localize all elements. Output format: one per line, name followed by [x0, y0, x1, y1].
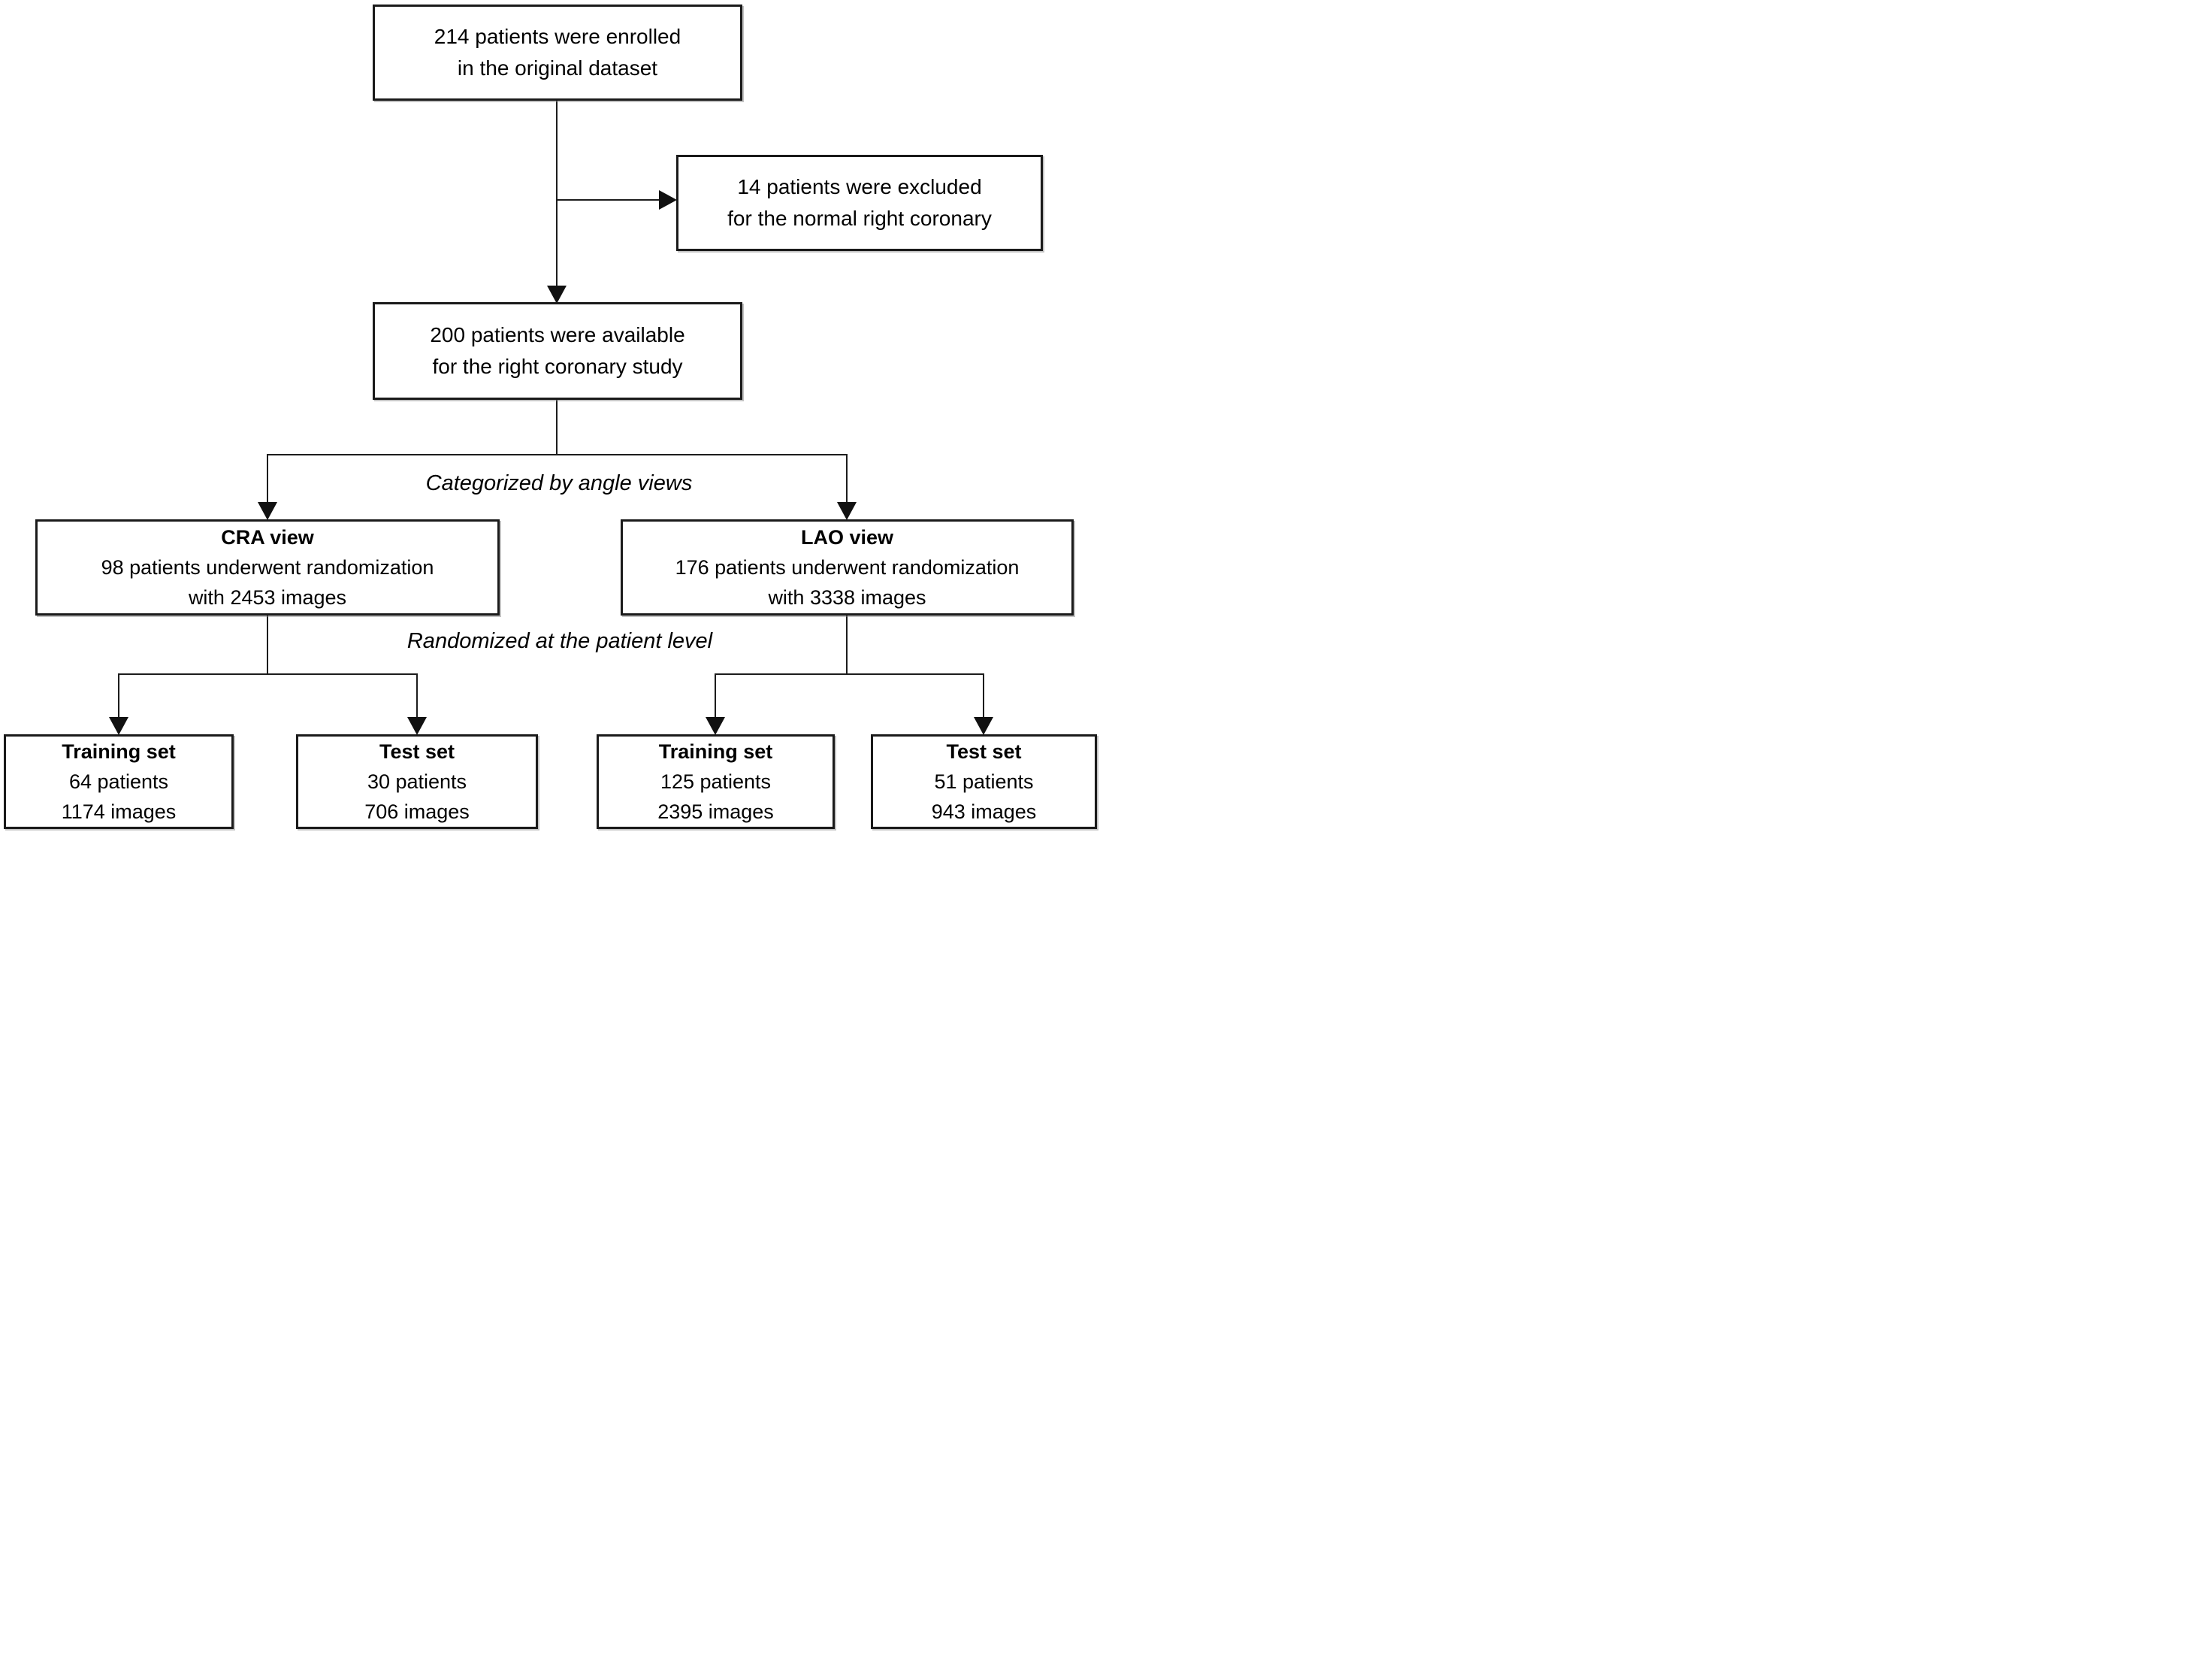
edge-lao-training-vline: [715, 673, 716, 718]
node-cra-view-box: CRA view 98 patients underwent randomiza…: [35, 519, 500, 616]
node-enrolled-line-2: in the original dataset: [457, 56, 658, 80]
node-lao-test-line-2: 943 images: [931, 800, 1037, 823]
node-lao-training-line-2: 2395 images: [657, 800, 774, 823]
node-cra-test-set-box: Test set 30 patients 706 images: [296, 734, 538, 829]
flowchart-canvas: Categorized by angle views Randomized at…: [0, 0, 1106, 835]
arrowhead-into-cra: [258, 502, 277, 520]
node-cra-test-title: Test set: [379, 740, 455, 763]
arrowhead-into-lao-training: [706, 717, 725, 735]
node-enrolled-line-1: 214 patients were enrolled: [434, 25, 681, 48]
node-cra-training-set-box: Training set 64 patients 1174 images: [4, 734, 234, 829]
arrowhead-into-lao: [837, 502, 857, 520]
node-lao-test-title: Test set: [946, 740, 1022, 763]
arrowhead-into-available: [547, 286, 567, 304]
arrowhead-into-lao-test: [974, 717, 993, 735]
edge-cra-test-vline: [416, 673, 418, 718]
node-lao-view-line-2: with 3338 images: [768, 586, 926, 609]
node-lao-test-set-box: Test set 51 patients 943 images: [871, 734, 1097, 829]
node-available-line-2: for the right coronary study: [432, 355, 683, 378]
branch-lao-split-hline: [715, 673, 984, 675]
arrowhead-into-cra-test: [407, 717, 427, 735]
node-cra-training-line-1: 64 patients: [68, 770, 169, 793]
node-cra-training-line-2: 1174 images: [61, 800, 177, 823]
edge-lao-test-vline: [983, 673, 984, 718]
node-cra-view-line-1: 98 patients underwent randomization: [101, 556, 434, 579]
arrowhead-into-cra-training: [109, 717, 128, 735]
node-available-line-1: 200 patients were available: [430, 323, 685, 346]
node-excluded-box: 14 patients were excluded for the normal…: [676, 155, 1043, 251]
node-excluded-line-1: 14 patients were excluded: [737, 175, 982, 198]
node-lao-training-line-1: 125 patients: [660, 770, 772, 793]
edge-cra-training-vline: [118, 673, 119, 718]
node-lao-view-line-1: 176 patients underwent randomization: [675, 556, 1020, 579]
node-lao-view-box: LAO view 176 patients underwent randomiz…: [621, 519, 1074, 616]
edge-available-branch-vline: [556, 400, 558, 455]
edge-branch-lao-vline: [846, 454, 848, 503]
edge-enrolled-excluded-hline: [557, 199, 660, 201]
edge-label-randomized-at-patient-level: Randomized at the patient level: [406, 629, 713, 653]
node-cra-training-title: Training set: [62, 740, 176, 763]
node-cra-test-line-1: 30 patients: [367, 770, 467, 793]
branch-angle-views-hline: [267, 454, 848, 455]
edge-label-categorized-by-angle-views: Categorized by angle views: [425, 471, 693, 495]
branch-cra-split-hline: [118, 673, 418, 675]
node-lao-test-line-1: 51 patients: [934, 770, 1034, 793]
node-lao-training-title: Training set: [658, 740, 773, 763]
edge-lao-split-vline: [846, 616, 848, 674]
node-excluded-line-2: for the normal right coronary: [727, 207, 992, 230]
node-lao-training-set-box: Training set 125 patients 2395 images: [597, 734, 835, 829]
node-available-box: 200 patients were available for the righ…: [373, 302, 742, 400]
edge-cra-split-vline: [267, 616, 268, 674]
node-cra-view-title: CRA view: [221, 526, 314, 549]
node-enrolled-box: 214 patients were enrolled in the origin…: [373, 5, 742, 101]
node-lao-view-title: LAO view: [800, 526, 894, 549]
node-cra-view-line-2: with 2453 images: [188, 586, 347, 609]
arrowhead-into-excluded: [659, 190, 677, 210]
node-cra-test-line-2: 706 images: [364, 800, 470, 823]
edge-branch-cra-vline: [267, 454, 268, 503]
edge-enrolled-available-vline: [556, 101, 558, 286]
